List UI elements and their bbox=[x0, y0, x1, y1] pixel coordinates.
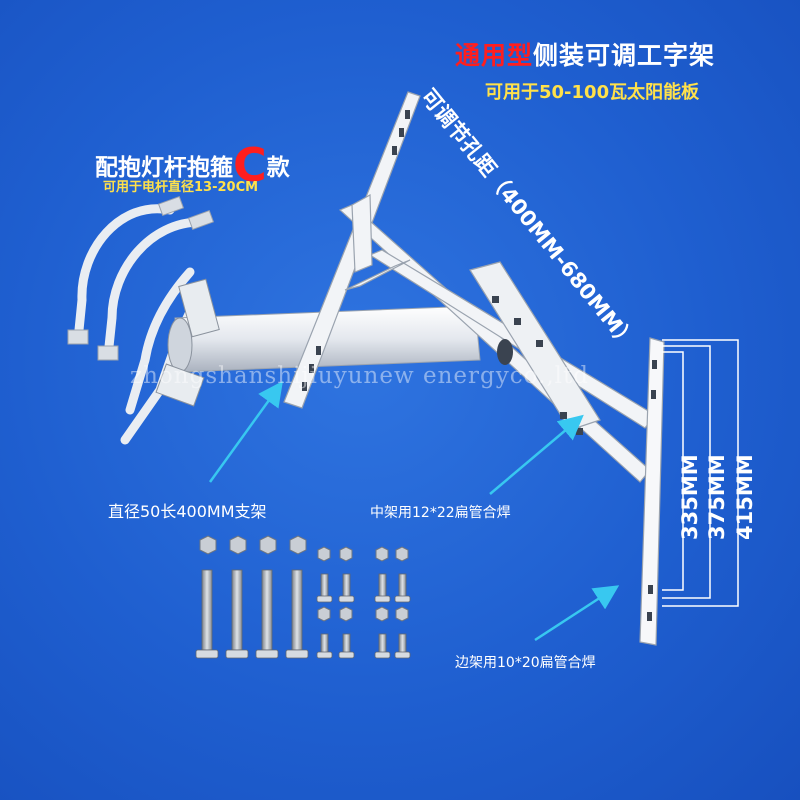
middle-frame-arrow bbox=[489, 414, 584, 495]
dimension-label-375: 375MM bbox=[705, 454, 729, 540]
side-frame-arrow bbox=[534, 585, 620, 642]
dimension-lines bbox=[662, 339, 739, 607]
middle-frame-callout-label: 中架用12*22扁管合焊 bbox=[370, 505, 511, 521]
clamp-heading: 配抱灯杆抱箍C款 bbox=[95, 138, 290, 192]
side-frame-callout-label: 边架用10*20扁管合焊 bbox=[455, 655, 596, 671]
watermark: zhongshanshijiuyunew energyco.,ltd bbox=[130, 363, 589, 389]
clamp-subtitle: 可用于电杆直径13-20CM bbox=[103, 180, 259, 195]
title-highlight: 通用型 bbox=[455, 41, 534, 70]
clamp-heading-pre: 配抱灯杆抱箍 bbox=[95, 155, 233, 181]
title-rest: 侧装可调工字架 bbox=[533, 41, 716, 70]
clamp-style-letter: C bbox=[233, 138, 267, 192]
hardware-kit bbox=[195, 535, 411, 659]
i-frame bbox=[283, 91, 665, 646]
support-arrow bbox=[208, 380, 283, 483]
callout-arrows bbox=[208, 380, 620, 642]
clamp-heading-post: 款 bbox=[266, 155, 290, 181]
clamp-tabs bbox=[67, 195, 215, 361]
dimension-label-415: 415MM bbox=[733, 454, 757, 540]
product-title: 通用型侧装可调工字架 bbox=[455, 36, 715, 72]
product-subtitle: 可用于50-100瓦太阳能板 bbox=[485, 82, 700, 103]
dimension-label-335: 335MM bbox=[678, 454, 702, 540]
support-callout-label: 直径50长400MM支架 bbox=[108, 502, 267, 521]
